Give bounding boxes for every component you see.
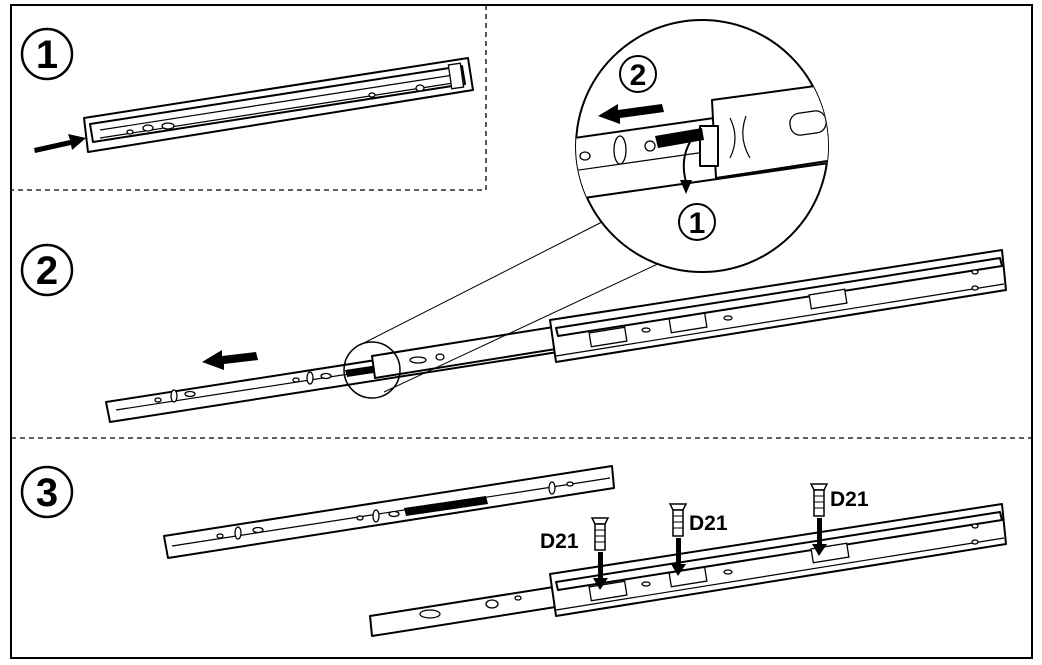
screw-1 (590, 517, 610, 590)
screw-3-label: D21 (830, 488, 869, 511)
step3-outer-rail (369, 503, 1007, 637)
screw-1-label: D21 (540, 530, 579, 553)
detail-step1-badge: 1 (678, 203, 716, 241)
step1-push-arrow (34, 134, 86, 153)
step2-number-badge: 2 (20, 243, 74, 297)
outer-frame (10, 4, 1033, 659)
step3-number-badge: 3 (20, 465, 74, 519)
step1-rail (83, 57, 474, 153)
callout-leader-lower (383, 261, 663, 393)
step1-number: 1 (36, 33, 58, 77)
step3-number: 3 (36, 471, 58, 515)
step1-number-badge: 1 (20, 27, 74, 81)
step2-outer-rail (549, 249, 1007, 363)
detail-press-arrow (682, 141, 691, 183)
detail-step2-number: 2 (630, 59, 647, 92)
step1-circle (20, 27, 74, 81)
screw-2-label: D21 (689, 512, 728, 535)
step3-circle (20, 465, 74, 519)
step2-pull-arrow (202, 350, 258, 370)
step2-number: 2 (36, 249, 58, 293)
screw-3 (809, 483, 829, 556)
detail-step2-badge: 2 (619, 55, 657, 93)
callout-leader-upper (359, 221, 603, 346)
step1-divider (11, 5, 487, 191)
step2-circle (20, 243, 74, 297)
detail-step1-number: 1 (689, 207, 706, 240)
detail-pull-arrow (598, 104, 664, 124)
magnified-detail (575, 19, 829, 273)
step3-inner-rail (163, 465, 615, 559)
screw-2 (668, 503, 688, 576)
detail-callout-circle (343, 341, 401, 399)
